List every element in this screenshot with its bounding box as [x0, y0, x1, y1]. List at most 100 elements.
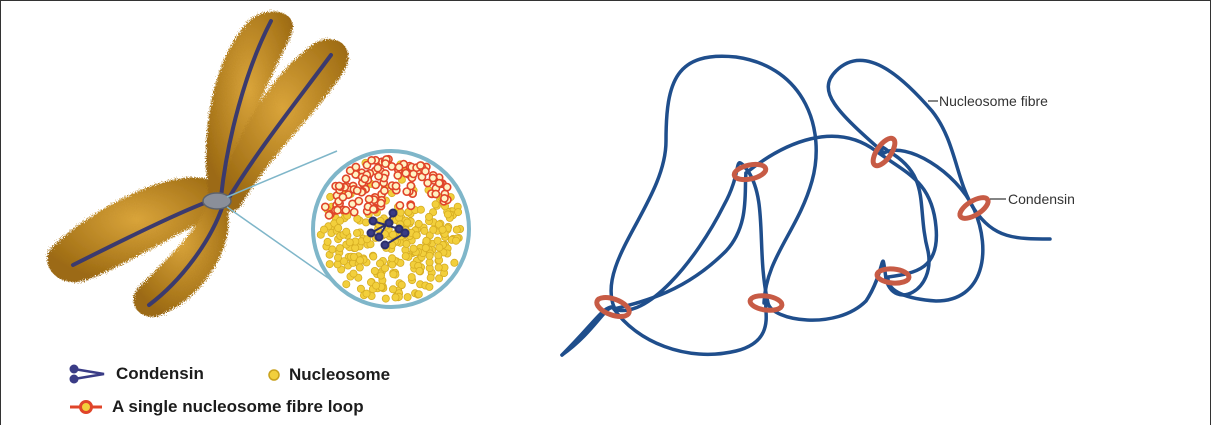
nucleosome-dot	[334, 224, 343, 233]
nucleosome-dot	[402, 239, 411, 248]
nucleosome-dot	[320, 202, 330, 212]
frame-border-left	[0, 0, 1, 425]
zoom-connector-lines	[226, 150, 342, 288]
nucleosome-dot	[394, 162, 404, 172]
nucleosome-dot	[414, 290, 423, 299]
nucleosome-dot	[372, 281, 381, 290]
nucleosome-dot	[423, 178, 433, 188]
nucleosome-dot	[374, 171, 383, 181]
nucleosome-dot	[360, 174, 370, 184]
condensin-ring	[747, 293, 785, 313]
nucleosome-dot	[379, 186, 389, 196]
nucleosome-dot	[325, 260, 334, 269]
condensin-ring	[870, 135, 898, 169]
zoom-inset	[311, 149, 471, 309]
nucleosome-dot	[368, 204, 378, 214]
nucleosome-dot	[435, 243, 444, 252]
nucleosome-dot	[393, 170, 403, 180]
nucleosome-dot	[442, 182, 452, 192]
nucleosome-dot	[450, 258, 459, 267]
chromosome-panel: Condensin Nucleosome A single nucleosome…	[1, 1, 536, 425]
nucleosome-dot	[326, 192, 335, 201]
nucleosome-dot	[376, 198, 386, 208]
nucleosome-dot	[342, 280, 351, 289]
nucleosome-dot	[323, 237, 332, 246]
nucleosome-icon	[268, 369, 280, 381]
nucleosome-dot	[391, 181, 401, 191]
condensin-ring	[874, 266, 912, 286]
legend-nucleosome: Nucleosome	[267, 365, 390, 385]
nucleosome-dot	[401, 252, 410, 261]
nucleosome-dot	[416, 161, 425, 170]
fibre-loop-icon	[70, 400, 102, 414]
nucleosome-dot	[319, 225, 328, 234]
chromatid-core-lines	[71, 19, 333, 307]
nucleosome-dot	[376, 271, 385, 280]
nucleosome-dot	[439, 193, 449, 203]
nucleosome-dot	[363, 235, 372, 244]
legend-condensin: Condensin	[68, 363, 204, 385]
nucleosome-dot	[324, 210, 334, 220]
nucleosome-dot	[424, 212, 433, 221]
nucleosome-dot	[345, 238, 354, 247]
nucleosome-dot	[335, 216, 344, 225]
nucleosome-dot	[397, 280, 406, 289]
nucleosome-dot	[406, 201, 416, 211]
nucleosome-dot	[435, 274, 444, 283]
frame-border-top	[0, 0, 1211, 1]
fibre-loop-diagram: Nucleosome fibre Condensin	[560, 54, 1075, 357]
nucleosome-dot	[364, 194, 374, 204]
nucleosome-dot	[403, 218, 412, 227]
nucleosome-dot	[352, 229, 361, 238]
nucleosome-dot	[333, 205, 342, 215]
nucleosome-fibre-loop-cluster	[320, 154, 452, 220]
nucleosome-dot	[452, 225, 461, 234]
nucleosome-dot	[352, 186, 362, 195]
fibre-loop-left-lower	[612, 171, 748, 311]
nucleosome-dot	[381, 159, 390, 168]
nucleosome-dot	[403, 293, 412, 302]
nucleosome-dot	[433, 236, 442, 245]
centromere-condensin-band	[202, 192, 232, 210]
nucleosome-dot	[434, 251, 443, 260]
nucleosome-dot	[367, 155, 376, 165]
nucleosome-dot	[335, 244, 344, 253]
fibre-segment-1	[560, 145, 931, 357]
nucleosome-dot	[375, 259, 384, 268]
fibre-loop-left-tall	[609, 54, 818, 309]
nucleosome-dot	[380, 264, 389, 273]
nucleosome-dot	[351, 162, 361, 172]
nucleosome-dot	[416, 205, 425, 214]
nucleosome-dot	[409, 244, 418, 253]
nucleosome-dot	[431, 200, 440, 209]
nucleosome-dot	[434, 263, 443, 272]
condensin-ring	[957, 195, 991, 221]
nucleosome-dot	[391, 293, 400, 302]
nucleosome-dot	[426, 273, 435, 282]
fibre-segment-2	[560, 305, 616, 357]
nucleosome-dot	[388, 254, 397, 263]
nucleosome-dot	[333, 253, 342, 262]
nucleosome-dot	[431, 189, 441, 199]
nucleosome-dot	[401, 168, 411, 178]
condensin-label: Condensin	[1008, 191, 1075, 207]
chromatid-lower-arm	[133, 191, 229, 317]
nucleosome-dot	[362, 289, 371, 298]
nucleosome-dot	[355, 256, 364, 265]
nucleosome-dot	[388, 230, 397, 239]
nucleosome-fibre-label: Nucleosome fibre	[939, 93, 1048, 109]
nucleosome-dot	[354, 196, 364, 206]
nucleosome-dot	[415, 266, 424, 275]
legend-nucleosome-fibre-loop: A single nucleosome fibre loop	[68, 397, 364, 417]
nucleosome-dot	[407, 273, 416, 282]
nucleosome-dot	[429, 225, 438, 234]
fibre-loop-center	[744, 134, 939, 279]
nucleosome-dot	[451, 236, 460, 245]
nucleosome-dot	[396, 208, 405, 217]
nucleosome-dot	[402, 187, 412, 196]
nucleosome-dot	[422, 236, 431, 245]
nucleosome-dot	[389, 270, 398, 279]
condensin-complex	[366, 208, 410, 250]
nucleosome-dot	[454, 208, 463, 217]
